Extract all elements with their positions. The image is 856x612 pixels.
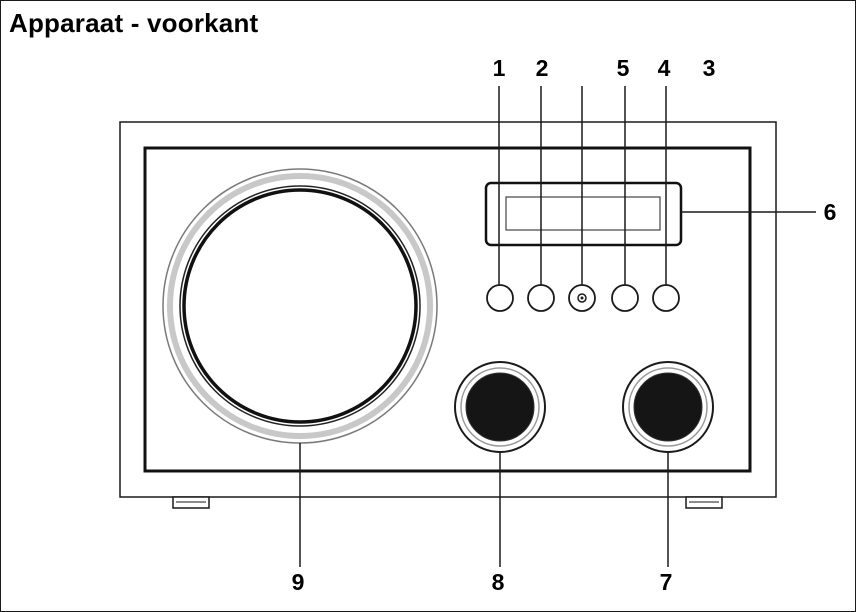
page-title: Apparaat - voorkant [9,8,259,38]
callout-5: 5 [617,55,630,81]
callout-7: 7 [660,569,673,595]
leader-lines [299,86,816,567]
knob-right [622,361,714,453]
display-window [484,181,683,247]
callout-9: 9 [292,569,305,595]
radio-foot-right [685,496,723,509]
callout-1: 1 [493,55,506,81]
callout-4: 4 [658,55,671,81]
headphone-jack [568,284,596,312]
button-5 [611,284,639,312]
knob-left [454,361,546,453]
speaker-grille [162,168,438,444]
button-2 [527,284,555,312]
button-4 [652,284,680,312]
callout-2: 2 [536,55,549,81]
radio-foot-left [172,496,210,509]
button-1 [486,284,514,312]
callout-8: 8 [492,569,505,595]
callout-6: 6 [824,199,837,225]
callout-3: 3 [703,55,716,81]
